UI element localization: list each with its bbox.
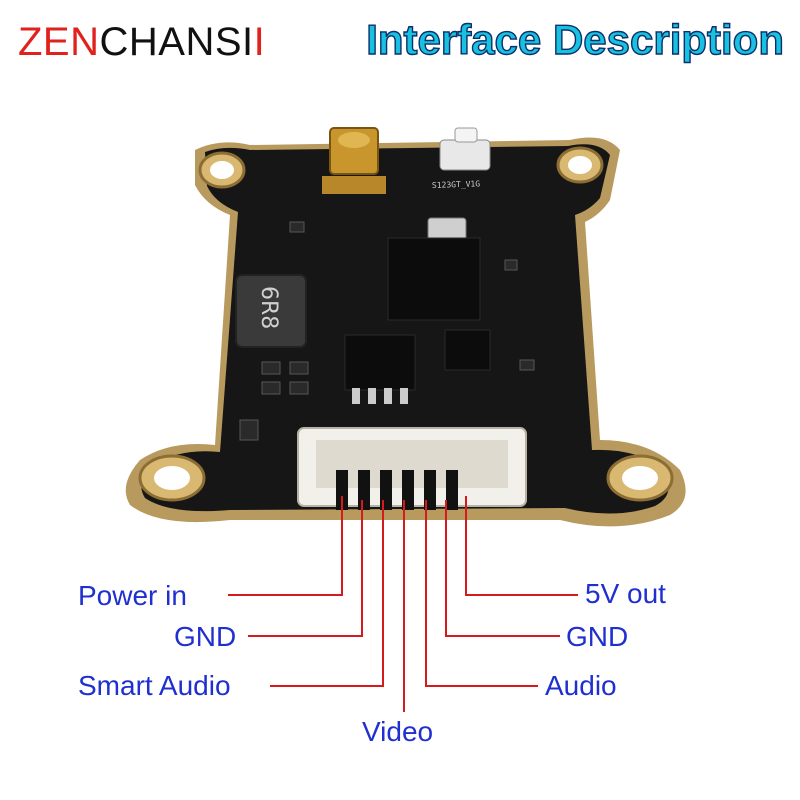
leader-5v-out — [465, 496, 578, 596]
regulator-chip — [344, 334, 416, 391]
leader-lines — [228, 496, 578, 712]
label-video: Video — [362, 716, 434, 747]
brand-part-red: ZEN — [18, 20, 100, 64]
label-gnd-right: GND — [566, 621, 629, 652]
brand-logo: ZENCHANSII — [18, 20, 265, 65]
board-body — [141, 144, 669, 514]
inductor-marking: 6R8 — [256, 286, 281, 329]
label-5v-out: 5V out — [585, 578, 666, 609]
silk-text: S123GT_V1G — [432, 179, 481, 190]
main-chip — [387, 237, 481, 321]
label-power-in: Power in — [78, 580, 187, 611]
leader-gnd-left — [248, 500, 363, 637]
brand-part-red-end: I — [253, 20, 266, 64]
label-gnd-left: GND — [174, 621, 237, 652]
label-audio: Audio — [545, 670, 617, 701]
leader-audio — [425, 500, 538, 687]
leader-gnd-right — [445, 500, 560, 637]
board-button — [439, 139, 491, 171]
brand-part-black: CHANSI — [99, 20, 254, 64]
label-smart-audio: Smart Audio — [78, 670, 231, 701]
small-chip — [444, 329, 491, 371]
leader-power-in — [228, 496, 343, 596]
headline-title: Interface Description — [366, 15, 785, 63]
inductor — [235, 274, 307, 348]
leader-smart-audio — [270, 500, 384, 687]
crystal — [427, 217, 467, 241]
